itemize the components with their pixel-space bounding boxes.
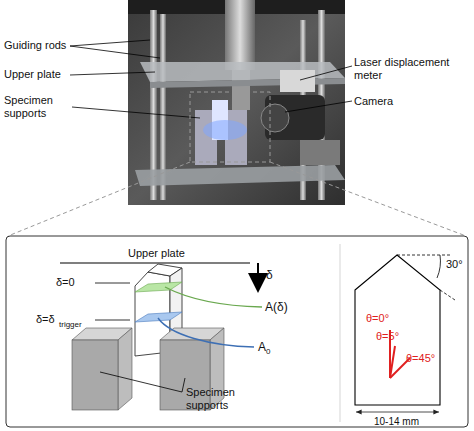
part-label: Camera [354,95,393,108]
symbol-label: A(δ) [265,300,288,314]
subscript-label: trigger [59,320,82,330]
dimension-label: 30° [446,258,463,271]
part-label: Guiding rods [4,39,66,52]
part-label: Specimen supports [186,386,246,412]
symbol-label: δ=δ [36,313,55,326]
part-label: Upper plate [4,68,61,81]
dimension-label: 10-14 mm [374,416,419,428]
symbol-label: A [258,340,266,354]
angle-label: θ=45° [406,352,435,365]
symbol-label: δ [266,268,273,282]
symbol-label: δ=0 [56,276,75,289]
part-label: Specimen supports [4,94,70,120]
angle-label: θ=0° [366,312,389,325]
part-label: Laser displacement meter [354,56,464,82]
subscript-label: 0 [266,347,270,357]
part-label: Upper plate [128,247,185,260]
angle-label: θ=5° [376,330,399,343]
